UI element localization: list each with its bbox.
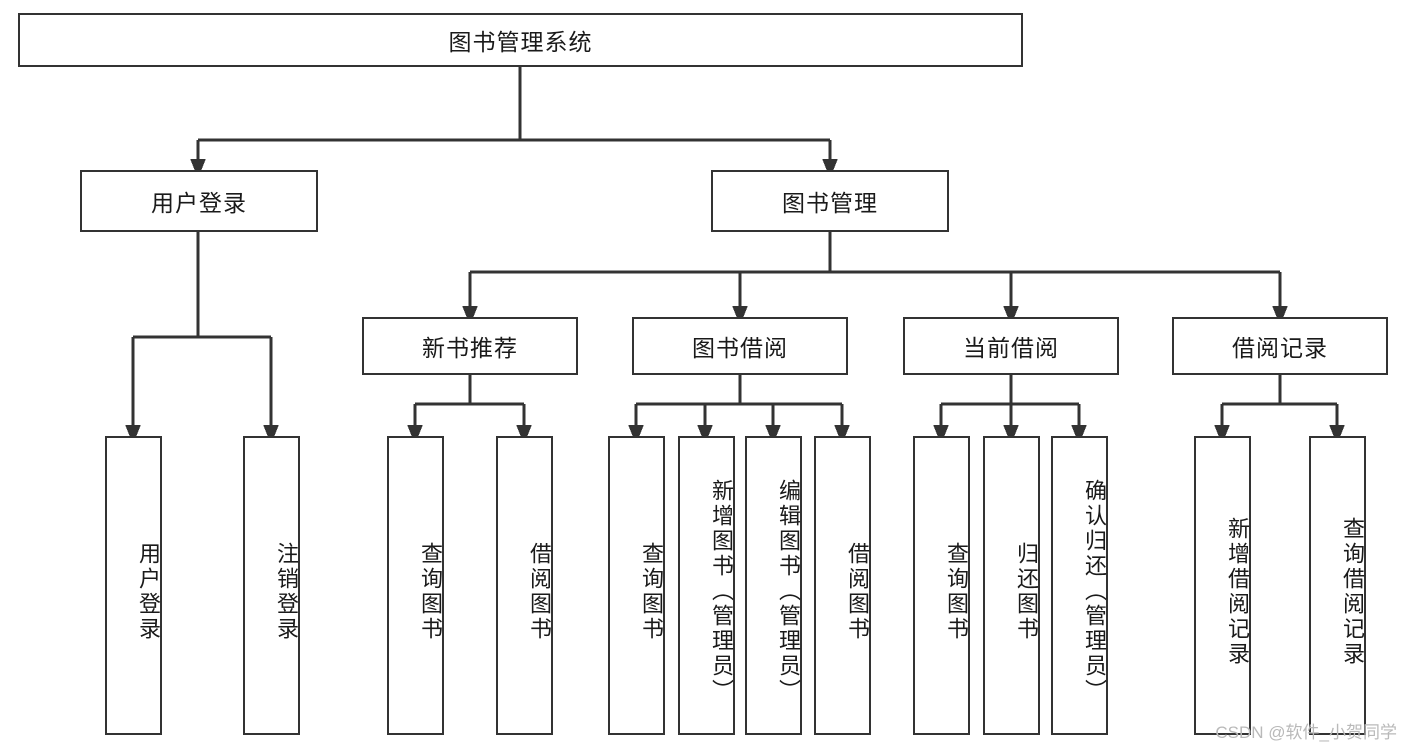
node-new-book-recommend-label: 新书推荐 [422, 335, 518, 361]
node-book-borrow[interactable]: 图书借阅 [632, 317, 848, 375]
leaf-label: 确认归还（管理员） [1082, 479, 1107, 704]
leaf-borrow-edit-book-admin[interactable]: 编辑图书（管理员） [745, 436, 802, 735]
leaf-label: 编辑图书（管理员） [776, 479, 801, 704]
leaf-current-return-book[interactable]: 归还图书 [983, 436, 1040, 735]
leaf-borrow-borrow-book[interactable]: 借阅图书 [814, 436, 871, 735]
leaf-label: 新增图书（管理员） [709, 479, 734, 704]
leaf-label: 用户登录 [136, 541, 161, 642]
node-user-login-label: 用户登录 [151, 190, 247, 216]
leaf-label: 注销登录 [274, 541, 299, 642]
leaf-user-login-signin[interactable]: 用户登录 [105, 436, 162, 735]
leaf-new-book-borrow[interactable]: 借阅图书 [496, 436, 553, 735]
leaf-current-query-book[interactable]: 查询图书 [913, 436, 970, 735]
leaf-borrow-add-book-admin[interactable]: 新增图书（管理员） [678, 436, 735, 735]
leaf-label: 查询借阅记录 [1340, 516, 1365, 667]
node-book-management-label: 图书管理 [782, 190, 878, 216]
node-root-label: 图书管理系统 [448, 29, 593, 55]
node-borrow-records[interactable]: 借阅记录 [1172, 317, 1388, 375]
node-book-management[interactable]: 图书管理 [711, 170, 949, 232]
node-user-login[interactable]: 用户登录 [80, 170, 318, 232]
leaf-label: 借阅图书 [845, 541, 870, 642]
leaf-label: 查询图书 [639, 541, 664, 642]
leaf-records-query-record[interactable]: 查询借阅记录 [1309, 436, 1366, 735]
leaf-user-login-signout[interactable]: 注销登录 [243, 436, 300, 735]
leaf-label: 借阅图书 [527, 541, 552, 642]
leaf-borrow-query-book[interactable]: 查询图书 [608, 436, 665, 735]
node-book-borrow-label: 图书借阅 [692, 335, 788, 361]
leaf-label: 查询图书 [418, 541, 443, 642]
leaf-records-add-record[interactable]: 新增借阅记录 [1194, 436, 1251, 735]
leaf-label: 归还图书 [1014, 541, 1039, 642]
node-current-borrow[interactable]: 当前借阅 [903, 317, 1119, 375]
leaf-new-book-query[interactable]: 查询图书 [387, 436, 444, 735]
node-borrow-records-label: 借阅记录 [1232, 335, 1328, 361]
node-current-borrow-label: 当前借阅 [963, 335, 1059, 361]
leaf-current-confirm-return-admin[interactable]: 确认归还（管理员） [1051, 436, 1108, 735]
leaf-label: 查询图书 [944, 541, 969, 642]
node-new-book-recommend[interactable]: 新书推荐 [362, 317, 578, 375]
leaf-label: 新增借阅记录 [1225, 516, 1250, 667]
node-root[interactable]: 图书管理系统 [18, 13, 1023, 67]
